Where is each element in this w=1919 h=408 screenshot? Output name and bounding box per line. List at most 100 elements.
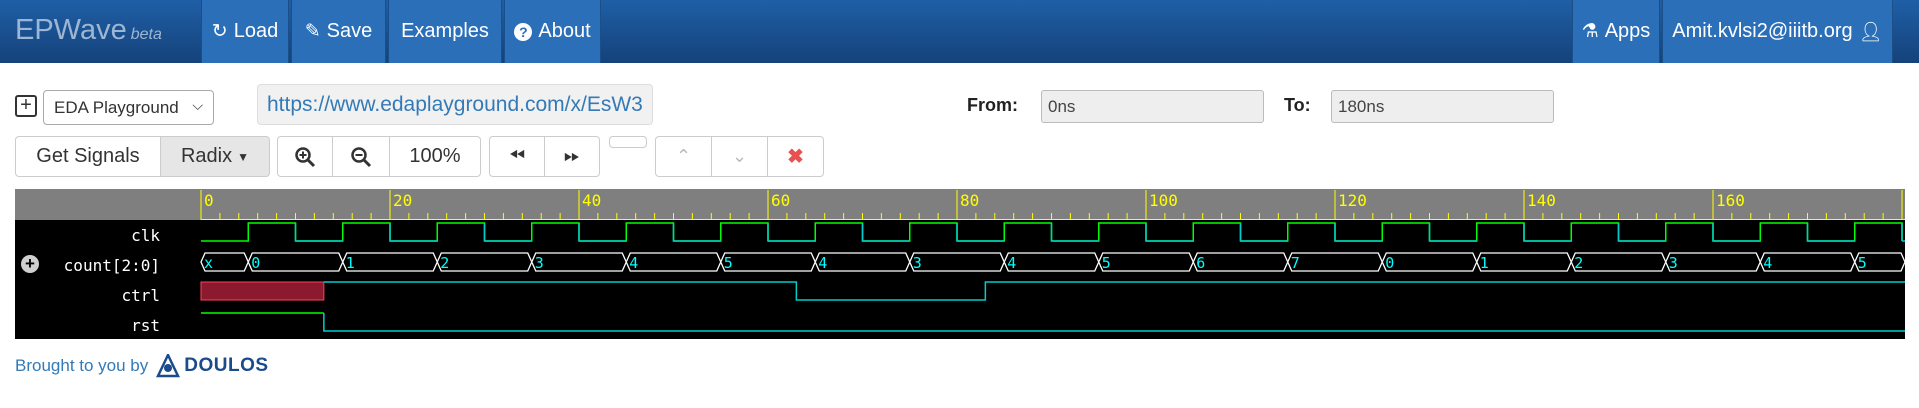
count-segment <box>247 252 344 272</box>
fast-backward-icon: ⏪︎ <box>509 145 525 167</box>
count-segment <box>1287 252 1383 272</box>
count-value: 3 <box>913 254 922 272</box>
count-segment <box>1192 252 1289 272</box>
count-value: 5 <box>1858 254 1867 272</box>
chevron-down-icon: ⌵ <box>192 97 203 113</box>
question-icon: ? <box>514 22 533 41</box>
ruler-label: 0 <box>204 191 214 210</box>
doulos-logo-icon <box>156 354 181 378</box>
zoom-out-icon <box>351 146 372 167</box>
load-button[interactable]: ↻Load <box>201 0 289 63</box>
count-segment <box>1759 252 1856 272</box>
user-menu[interactable]: Amit.kvlsi2@iiitb.org👤︎ <box>1662 0 1893 63</box>
count-segment <box>1570 252 1667 272</box>
apps-button[interactable]: ⚗Apps <box>1572 0 1660 63</box>
zoom-out-button[interactable] <box>332 136 390 177</box>
count-value: 5 <box>724 254 733 272</box>
save-button[interactable]: ✎Save <box>291 0 386 63</box>
remove-signal-button[interactable]: ✖ <box>767 136 824 177</box>
count-value: 2 <box>440 254 449 272</box>
zoom-in-button[interactable] <box>277 136 333 177</box>
ruler-label: 40 <box>582 191 601 210</box>
signal-name-clk[interactable]: clk <box>131 226 160 245</box>
count-value: 4 <box>1007 254 1016 272</box>
count-value: 4 <box>629 254 638 272</box>
count-value: 4 <box>1763 254 1772 272</box>
signal-name-rst[interactable]: rst <box>131 316 160 335</box>
count-segment <box>625 252 722 272</box>
from-input[interactable]: 0ns <box>1041 90 1264 123</box>
refresh-icon: ↻ <box>211 21 228 42</box>
count-segment <box>1476 252 1572 272</box>
rst-wave <box>323 313 1905 332</box>
to-label: To: <box>1284 95 1311 115</box>
prev-signal-button[interactable]: ⌃ <box>655 136 712 177</box>
count-segment <box>1665 252 1761 272</box>
fast-forward-button[interactable]: ⏩︎ <box>544 136 600 177</box>
count-segment <box>342 252 438 272</box>
count-segment <box>1854 252 1905 272</box>
count-segment <box>909 252 1005 272</box>
count-value: 1 <box>1480 254 1489 272</box>
ruler-label: 100 <box>1149 191 1178 210</box>
signal-name-ctrl[interactable]: ctrl <box>121 286 160 305</box>
radix-dropdown[interactable]: Radix▼ <box>160 136 270 177</box>
ruler-label: 60 <box>771 191 790 210</box>
caret-down-icon: ▼ <box>237 149 250 164</box>
zoom-level: 100% <box>389 136 481 177</box>
ruler-label: 160 <box>1716 191 1745 210</box>
time-ruler <box>15 189 1905 220</box>
count-value: 6 <box>1196 254 1205 272</box>
count-value: 5 <box>1102 254 1111 272</box>
count-value: 3 <box>1669 254 1678 272</box>
count-value: 3 <box>535 254 544 272</box>
count-segment <box>531 252 627 272</box>
chevron-up-icon: ⌃ <box>675 146 692 166</box>
count-segment <box>1003 252 1100 272</box>
close-icon: ✖ <box>787 146 804 168</box>
ruler-label: 120 <box>1338 191 1367 210</box>
count-value: 0 <box>1385 254 1394 272</box>
about-button[interactable]: ?About <box>504 0 601 63</box>
count-value: 0 <box>251 254 260 272</box>
cursor-value-box <box>609 136 647 148</box>
count-value: 4 <box>818 254 827 272</box>
share-url-field[interactable]: https://www.edaplayground.com/x/EsW3 <box>257 84 653 125</box>
footer: Brought to you by DOULOS <box>15 354 269 378</box>
ruler-label: 80 <box>960 191 979 210</box>
count-segment <box>1381 252 1478 272</box>
count-segment <box>814 252 911 272</box>
to-input[interactable]: 180ns <box>1331 90 1554 123</box>
expand-icon[interactable]: + <box>21 255 39 273</box>
fast-forward-icon: ⏩︎ <box>564 145 580 167</box>
pencil-icon: ✎ <box>304 21 321 42</box>
ctrl-wave <box>323 281 1905 301</box>
fast-backward-button[interactable]: ⏪︎ <box>489 136 545 177</box>
examples-button[interactable]: Examples <box>388 0 502 63</box>
signal-name-count[interactable]: count[2:0] <box>63 256 160 275</box>
ruler-label: 140 <box>1527 191 1556 210</box>
count-segment <box>720 252 816 272</box>
ctrl-unknown-region <box>200 281 325 301</box>
count-segment <box>436 252 533 272</box>
user-icon: 👤︎ <box>1858 21 1883 43</box>
footer-text: Brought to you by <box>15 356 149 375</box>
app-name: EPWave <box>15 14 127 46</box>
flask-icon: ⚗ <box>1581 21 1599 42</box>
beta-badge: beta <box>130 26 162 43</box>
zoom-in-icon <box>295 146 316 167</box>
site-select[interactable]: EDA Playground ⌵ <box>43 90 214 125</box>
count-value: 2 <box>1574 254 1583 272</box>
count-value: x <box>204 254 213 272</box>
get-signals-button[interactable]: Get Signals <box>15 136 161 177</box>
count-segment <box>1098 252 1194 272</box>
next-signal-button[interactable]: ⌄ <box>711 136 768 177</box>
from-label: From: <box>967 95 1018 115</box>
doulos-logo[interactable]: DOULOS <box>156 354 268 378</box>
plus-square-icon[interactable]: + <box>15 95 37 117</box>
count-value: 7 <box>1291 254 1300 272</box>
